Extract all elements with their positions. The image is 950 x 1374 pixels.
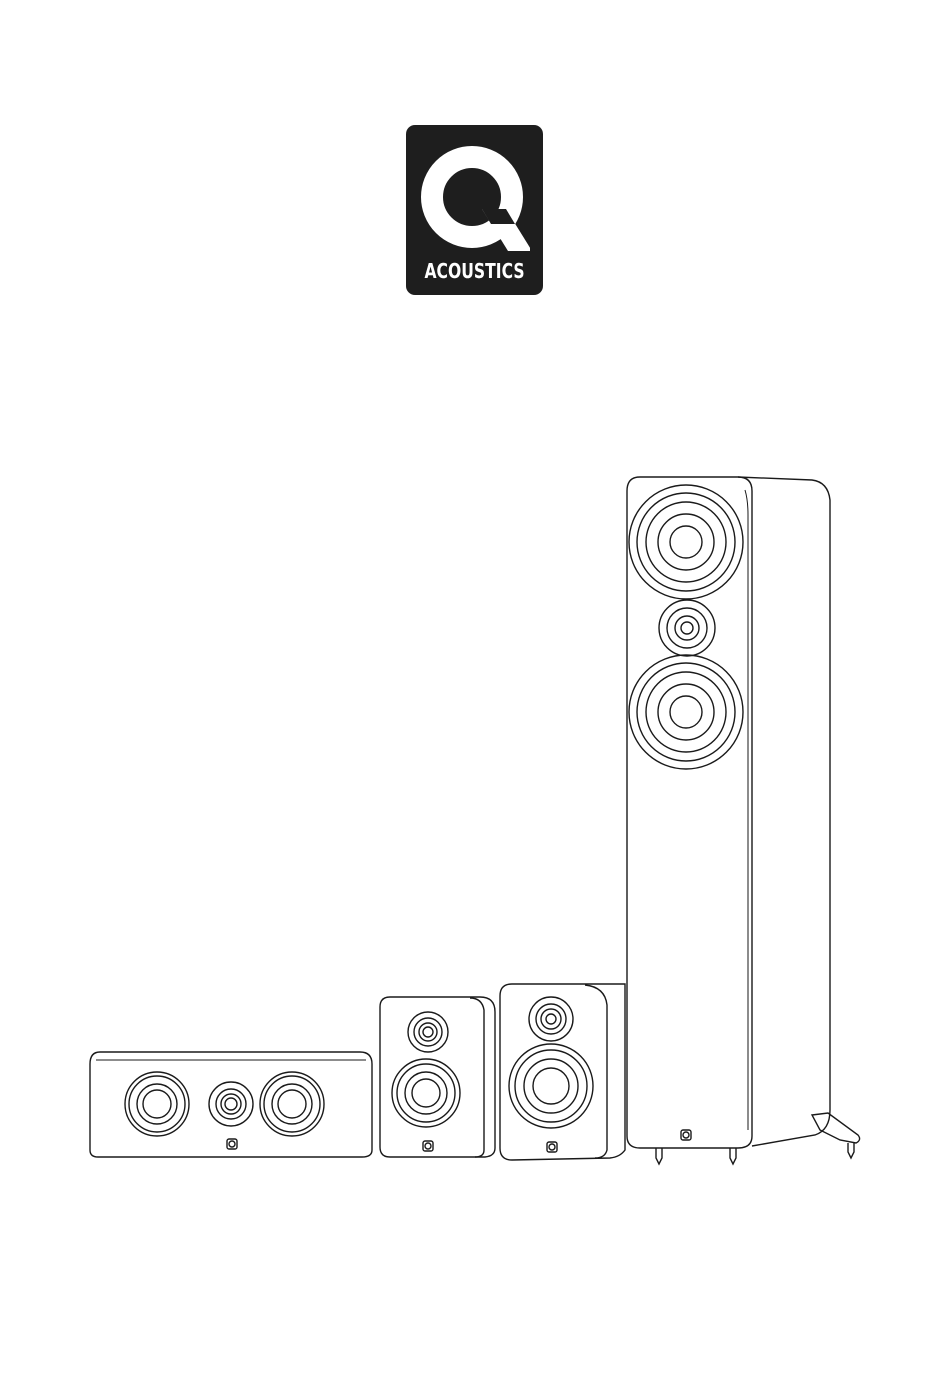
floorstanding-speaker-icon — [627, 477, 860, 1164]
bookshelf-speaker-icon — [380, 997, 495, 1157]
bookshelf-speaker-icon — [500, 984, 625, 1160]
center-speaker-icon — [90, 1052, 372, 1157]
